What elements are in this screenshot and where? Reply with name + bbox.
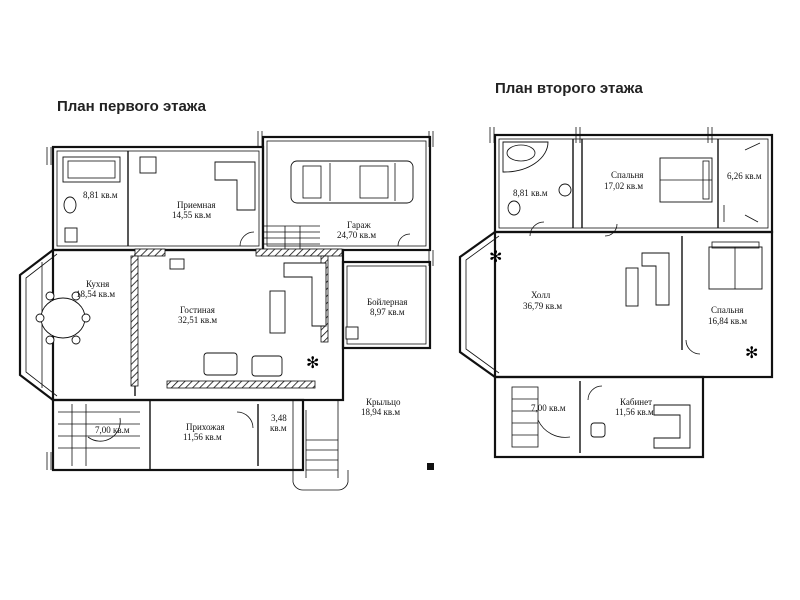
hall-bay-window: [458, 231, 496, 378]
floor2-stair: [511, 386, 571, 448]
garage-area: 24,70 кв.м: [337, 230, 376, 240]
bedroom2-name: Спальня: [711, 305, 743, 315]
sink2-icon: [558, 183, 572, 197]
hall-sofa: [641, 252, 670, 306]
car-icon: [290, 160, 414, 204]
bedroom1-name: Спальня: [611, 170, 643, 180]
porch-name: Крыльцо: [366, 397, 401, 407]
living-name: Гостиная: [180, 305, 215, 315]
hall1-name: Прихожая: [186, 422, 225, 432]
sink-icon: [64, 227, 78, 243]
kitchen-bay-window: [18, 249, 54, 401]
coffee-table: [269, 290, 286, 334]
bedroom1-area: 17,02 кв.м: [604, 181, 643, 191]
porch-area: 18,94 кв.м: [361, 407, 400, 417]
bath2-area: 8,81 кв.м: [513, 188, 548, 198]
hall1-area: 11,56 кв.м: [183, 432, 222, 442]
closet-area: 3,48: [271, 413, 287, 423]
toilet2-icon: [507, 200, 521, 216]
study-desk: [653, 404, 691, 449]
kitchen-area: 18,54 кв.м: [76, 289, 115, 299]
door-swing: [239, 231, 255, 247]
living-sofa: [283, 262, 327, 327]
armchair-icon: [203, 352, 238, 376]
floor1-title: План первого этажа: [57, 98, 207, 115]
floor1-lower-block: [51, 398, 305, 472]
toilet-icon: [63, 196, 77, 214]
hall-table: [625, 267, 639, 307]
reception-sofa: [214, 161, 256, 211]
desk-icon: [139, 156, 157, 174]
floor1-plan: ✻ 8,81 кв.м: [18, 131, 434, 491]
wardrobe-lines: [723, 142, 761, 223]
boiler-name: Бойлерная: [367, 297, 407, 307]
reception-area: 14,55 кв.м: [172, 210, 211, 220]
garage-walls: [261, 135, 432, 252]
armchair-icon: [251, 355, 283, 377]
floor2-title: План второго этажа: [495, 80, 644, 97]
bedroom2-area: 16,84 кв.м: [708, 316, 747, 326]
floor1-stair: [58, 404, 140, 466]
boiler-area: 8,97 кв.м: [370, 307, 405, 317]
boiler-icon: [345, 326, 359, 340]
closet-unit: кв.м: [270, 423, 287, 433]
study-area: 11,56 кв.м: [615, 407, 654, 417]
floor2-lower-block: [493, 375, 705, 459]
fireplace-icon: [169, 258, 185, 270]
kitchen-name: Кухня: [86, 279, 109, 289]
hatched-wall: [166, 380, 316, 389]
study-name: Кабинет: [620, 397, 652, 407]
stair2-area: 7,00 кв.м: [531, 403, 566, 413]
dining-table-icon: [35, 291, 91, 345]
porch-steps: [292, 400, 349, 491]
corner-bathtub-icon: [502, 141, 549, 173]
bath1-area: 8,81 кв.м: [83, 190, 118, 200]
hall2-name: Холл: [531, 290, 551, 300]
living-area: 32,51 кв.м: [178, 315, 217, 325]
reception-name: Приемная: [177, 200, 215, 210]
dressing-area: 6,26 кв.м: [727, 171, 762, 181]
floor2-plan: ✻ ✻ 8,81 кв.м Спальня 17,02 кв.м: [458, 127, 774, 459]
bed2-icon: [708, 241, 763, 290]
boiler-walls: [341, 260, 432, 350]
garage-steps: [263, 225, 320, 250]
plant2-icon: ✻: [489, 249, 502, 266]
hall2-area: 36,79 кв.м: [523, 301, 562, 311]
study-chair: [590, 422, 606, 438]
garage-name: Гараж: [347, 220, 371, 230]
plant3-icon: ✻: [745, 345, 758, 362]
plant-icon: ✻: [306, 355, 319, 372]
stair1-area: 7,00 кв.м: [95, 425, 130, 435]
bed1-icon: [659, 157, 713, 203]
